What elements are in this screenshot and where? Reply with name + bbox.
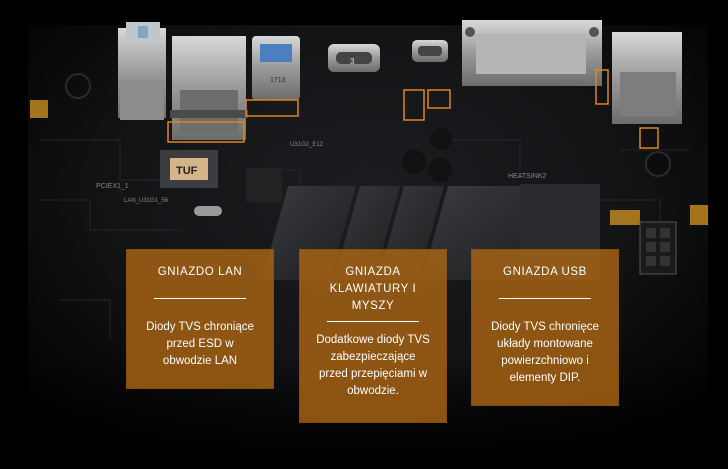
info-panel-usb: GNIAZDA USB Diody TVS chronięce układy m… [471, 249, 619, 406]
description-line: przed przepięciami w [318, 368, 427, 380]
title-line: GNIAZDA [345, 266, 401, 278]
panel-divider [499, 298, 591, 299]
description-line: Diody TVS chroniące [146, 321, 254, 333]
title-line: KLAWIATURY I [329, 283, 417, 295]
svg-text:LAN_U31G1_56: LAN_U31G1_56 [124, 198, 169, 204]
description-line: Dodatkowe diody TVS [316, 334, 430, 346]
description-line: obwodzie LAN [162, 355, 238, 367]
svg-text:U31G2_E12: U31G2_E12 [290, 142, 324, 148]
description-line: układy montowane [497, 338, 593, 350]
description-line: Diody TVS chronięce [491, 321, 599, 333]
info-panel-lan: GNIAZDO LAN Diody TVS chroniące przed ES… [126, 249, 274, 389]
description-line: obwodzie. [347, 385, 399, 397]
svg-text:1713: 1713 [270, 77, 286, 84]
panel-description: Diody TVS chronięce układy montowane pow… [485, 319, 605, 387]
svg-text:PCIEX1_1: PCIEX1_1 [96, 183, 129, 190]
description-line: elementy DIP. [509, 372, 581, 384]
panel-divider [327, 321, 419, 322]
info-panel-keyboard-mouse: GNIAZDA KLAWIATURY I MYSZY Dodatkowe dio… [299, 249, 447, 423]
panel-description: Dodatkowe diody TVS zabezpieczające prze… [313, 332, 433, 400]
panel-title: GNIAZDA KLAWIATURY I MYSZY [311, 264, 435, 315]
svg-text:HEATSINK2: HEATSINK2 [508, 173, 546, 180]
svg-text:3: 3 [350, 57, 355, 66]
panel-title: GNIAZDA USB [503, 266, 587, 278]
title-line: MYSZY [351, 300, 395, 312]
panel-title: GNIAZDO LAN [157, 266, 243, 278]
description-line: powierzchniowo i [501, 355, 589, 367]
panel-divider [154, 298, 246, 299]
panel-description: Diody TVS chroniące przed ESD w obwodzie… [140, 319, 260, 370]
description-line: przed ESD w [166, 338, 234, 350]
description-line: zabezpieczające [330, 351, 416, 363]
svg-text:TUF: TUF [176, 165, 198, 177]
